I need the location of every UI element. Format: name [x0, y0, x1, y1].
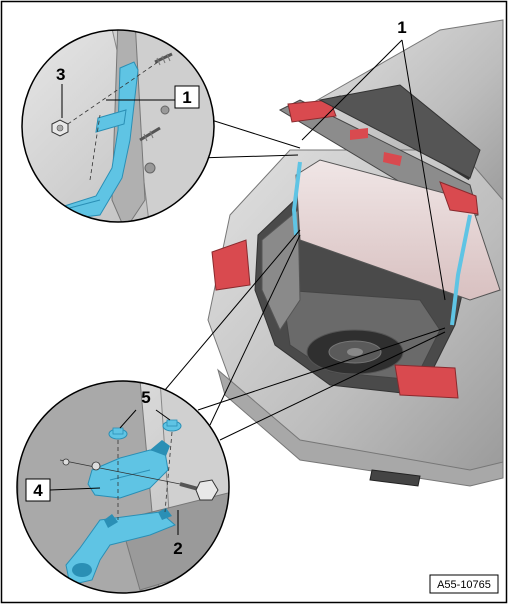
stud-bolt-lower: [139, 126, 161, 142]
detail-view-upper-bracket: 3 1: [21, 29, 215, 223]
taillight-right: [394, 364, 459, 399]
reference-code-box: [429, 574, 499, 594]
nut-icon: [51, 119, 69, 137]
lid-light-center-2: [383, 152, 402, 166]
reference-code: A55-10765: [437, 579, 491, 591]
spare-wheel-hub: [347, 348, 363, 356]
callout-4: 4: [33, 481, 43, 500]
callout-3: 3: [56, 65, 65, 84]
gas-strut-right: [450, 214, 472, 326]
lid-light-right: [439, 181, 479, 215]
callout-1-detail-box: [174, 85, 200, 109]
leader-lines: [164, 39, 446, 441]
callout-1-detail: 1: [182, 88, 191, 107]
stud-bolt-upper: [154, 52, 173, 66]
callout-1-main: 1: [397, 18, 406, 37]
exhaust-pipe: [369, 469, 421, 487]
hinge-icon: [65, 508, 176, 586]
lid-light-left: [287, 99, 337, 123]
detail-top-border: [21, 29, 215, 223]
car-rear-illustration: [207, 19, 504, 487]
callout-5: 5: [141, 388, 150, 407]
rear-bumper: [217, 368, 504, 487]
lid-light-center-1: [350, 128, 368, 140]
callout-2: 2: [173, 539, 182, 558]
detail-bottom-border: [16, 380, 230, 594]
trunk-side-trim: [261, 208, 301, 332]
washer-left: [108, 427, 128, 440]
rear-window-strip: [318, 84, 481, 179]
bolt-icon: [179, 479, 219, 501]
taillight-left: [211, 239, 251, 291]
gas-strut-left: [291, 161, 302, 236]
washer-right: [162, 419, 182, 432]
